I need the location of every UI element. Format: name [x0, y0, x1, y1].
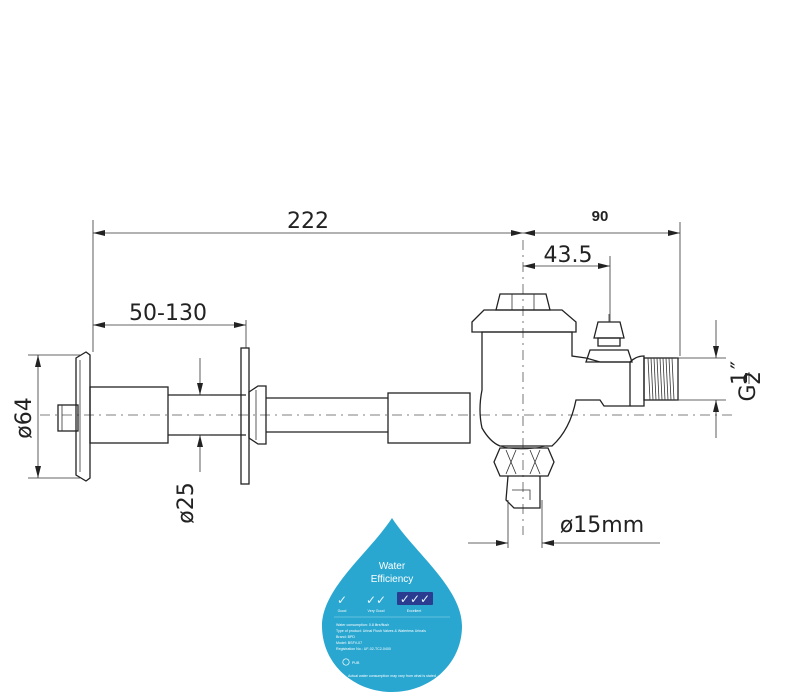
- valve-body: [471, 293, 645, 450]
- outlet-nut: [493, 447, 555, 509]
- badge-detail-4: Model: BSFV-07: [336, 641, 362, 645]
- water-efficiency-badge: Water Efficiency ✓ Good ✓✓ Very Good ✓✓✓…: [322, 518, 462, 692]
- rating-selected-highlight: [397, 592, 433, 605]
- dim-pipe-diameter: ø25: [174, 482, 199, 523]
- pub-logo-text: PUB: [352, 661, 360, 665]
- rating-very-good-ticks: ✓✓: [366, 593, 386, 607]
- badge-details: Water consumption: 0.8 litre/flush Type …: [336, 623, 426, 651]
- rating-very-good-label: Very Good: [368, 609, 385, 613]
- connecting-pipe: [266, 392, 471, 444]
- cover-plate: [240, 347, 250, 485]
- thread-line: [656, 357, 660, 401]
- thread-inch-mark: ″: [728, 361, 753, 369]
- dim-outlet-diameter: ø15mm: [560, 513, 644, 538]
- thread-line: [665, 357, 669, 401]
- badge-ratings: ✓ Good ✓✓ Very Good ✓✓✓ Excellent: [337, 592, 433, 613]
- thread-line: [671, 357, 675, 401]
- thread-fraction-num: 1: [728, 371, 753, 385]
- dim-90: 90: [592, 208, 609, 225]
- rating-good-label: Good: [338, 609, 347, 613]
- badge-title-line2: Efficiency: [371, 574, 414, 585]
- dimension-arrows: [35, 230, 719, 546]
- dim-50-130: 50-130: [129, 301, 207, 326]
- dimension-lines: [28, 220, 726, 548]
- thread-line: [650, 357, 654, 401]
- rating-excellent-ticks: ✓✓✓: [400, 592, 430, 606]
- thread-line: [647, 357, 651, 401]
- badge-detail-5: Registration No.: UF-02-TC2-0400: [336, 647, 391, 651]
- dim-43-5: 43.5: [544, 243, 593, 268]
- dim-thread: G 1 2 ″: [728, 361, 766, 402]
- rating-excellent-label: Excellent: [407, 609, 422, 613]
- thread-letter: G: [736, 384, 761, 401]
- badge-drop-shape: [322, 518, 462, 692]
- thread-line: [662, 357, 666, 401]
- badge-detail-1: Water consumption: 0.8 litre/flush: [336, 623, 389, 627]
- badge-footer: Actual water consumption may vary from w…: [348, 674, 436, 678]
- badge-detail-3: Brand: BPD: [336, 635, 355, 639]
- rating-good-ticks: ✓: [337, 593, 347, 607]
- wall-flange: [57, 351, 91, 482]
- thread-outline: [643, 357, 679, 401]
- badge-detail-2: Type of product: Urinal Flush Valves & W…: [336, 629, 426, 633]
- badge-title-line1: Water: [379, 561, 406, 572]
- threaded-outlet: [643, 357, 679, 401]
- dim-222: 222: [287, 209, 329, 234]
- thread-line: [653, 357, 657, 401]
- dim-flange-diameter: ø64: [12, 397, 37, 438]
- union-nut: [248, 385, 267, 445]
- pub-logo: PUB: [342, 658, 360, 666]
- thread-line: [659, 357, 663, 401]
- thread-line: [668, 357, 672, 401]
- thread-fraction-den: 2: [741, 371, 766, 385]
